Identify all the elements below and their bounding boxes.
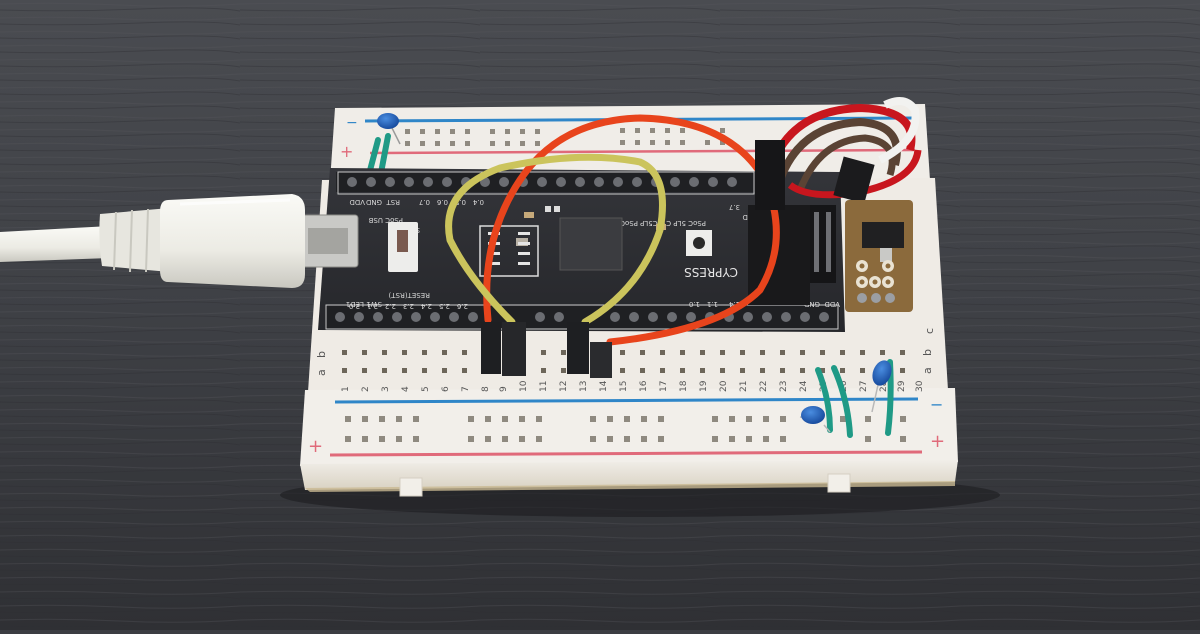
voltage-regulator	[862, 222, 904, 248]
svg-text:1.1: 1.1	[707, 300, 718, 308]
svg-text:15: 15	[619, 381, 629, 392]
rail-label: +	[308, 436, 323, 457]
dupont-connector	[567, 322, 589, 374]
svg-text:2.1: 2.1	[367, 302, 378, 310]
regulator-board	[845, 200, 913, 312]
svg-text:17: 17	[659, 381, 669, 392]
svg-text:18: 18	[679, 380, 689, 392]
row-label-c-right: c	[923, 328, 936, 334]
svg-text:VDD: VDD	[824, 300, 840, 308]
dupont-connector	[481, 322, 501, 374]
rail-label: +	[340, 142, 353, 161]
svg-text:0.5: 0.5	[455, 198, 466, 206]
svg-text:8: 8	[481, 386, 491, 392]
svg-text:3.7: 3.7	[729, 203, 740, 211]
svg-text:VDD: VDD	[349, 198, 365, 206]
svg-text:10: 10	[519, 380, 529, 392]
svg-text:GND: GND	[366, 198, 382, 206]
rail-label: +	[930, 431, 945, 452]
svg-text:2.6: 2.6	[456, 302, 468, 310]
svg-text:3: 3	[381, 386, 391, 392]
svg-text:0.6: 0.6	[436, 198, 448, 206]
svg-text:1.4: 1.4	[728, 300, 740, 308]
green-jumper-wire	[831, 365, 853, 438]
row-label-a: a	[315, 369, 328, 376]
svg-text:2.3: 2.3	[403, 302, 414, 310]
dupont-cable-bundle	[755, 97, 922, 210]
svg-text:16: 16	[639, 380, 649, 392]
usb-silk: PSoC USB	[368, 216, 403, 224]
svg-text:6: 6	[441, 386, 451, 392]
svg-text:22: 22	[759, 381, 769, 392]
svg-text:2.4: 2.4	[420, 302, 432, 310]
dupont-connector	[502, 322, 526, 376]
top-header-silk: 0.7	[419, 198, 430, 206]
svg-text:RST: RST	[386, 198, 400, 206]
svg-text:0.4: 0.4	[472, 198, 484, 206]
row-label-a-right: a	[921, 367, 934, 374]
svg-text:29: 29	[897, 380, 907, 392]
svg-text:14: 14	[599, 380, 609, 392]
svg-text:2.5: 2.5	[439, 302, 450, 310]
swd-header	[810, 205, 836, 283]
ceramic-capacitor	[801, 406, 825, 424]
bottom-rail-plus-line	[329, 450, 923, 457]
ceramic-capacitor	[377, 113, 399, 129]
svg-text:1: 1	[341, 386, 351, 392]
svg-text:2.2: 2.2	[385, 302, 396, 310]
usb-plug-housing	[160, 194, 305, 288]
svg-text:20: 20	[719, 380, 729, 392]
svg-text:4: 4	[401, 386, 411, 392]
ceramic-capacitor	[872, 360, 892, 386]
svg-text:13: 13	[579, 381, 589, 392]
svg-text:27: 27	[859, 381, 869, 392]
row-label-b: b	[315, 351, 328, 358]
svg-text:GND: GND	[804, 300, 820, 308]
column-numbers: 1 2 3 4 5 6 7 8 9 10 11 12 13 14 15 16 1…	[341, 380, 925, 392]
usb-cable	[0, 194, 305, 288]
svg-text:19: 19	[699, 380, 709, 392]
svg-text:5: 5	[421, 386, 431, 392]
svg-text:28: 28	[879, 380, 889, 392]
silk-center: PSoC 5LP CY8C5LP PSoC SLP	[605, 219, 706, 227]
svg-text:30: 30	[915, 380, 925, 392]
top-header-pins	[347, 177, 737, 187]
svg-text:2.0: 2.0	[349, 302, 360, 310]
bottom-header-pins	[335, 312, 829, 322]
row-label-b-right: b	[921, 349, 934, 356]
rail-label: −	[346, 115, 358, 131]
dupont-connector	[590, 342, 612, 378]
svg-text:1.0: 1.0	[689, 300, 700, 308]
svg-text:9: 9	[499, 386, 509, 392]
yellow-jumper-wire	[445, 153, 666, 326]
svg-text:7: 7	[461, 386, 471, 392]
svg-text:24: 24	[799, 380, 809, 392]
reset-silk: RESET(RST)	[388, 291, 430, 299]
sw1-led1-silk: SW1 LED1	[346, 300, 382, 308]
red-jumper-wire	[483, 114, 780, 346]
cypress-logo-text: CYPRESS	[684, 265, 738, 279]
svg-text:21: 21	[739, 381, 749, 392]
bottom-rail-minus-line	[334, 397, 919, 404]
rail-label: −	[930, 395, 943, 414]
green-jumper-wire	[815, 367, 833, 433]
psoc-chip	[559, 217, 623, 271]
svg-text:12: 12	[559, 381, 569, 392]
bottom-rail-holes	[345, 416, 906, 442]
svg-text:2: 2	[361, 386, 371, 392]
svg-text:23: 23	[779, 381, 789, 392]
usb-strain-relief	[99, 208, 170, 272]
svg-text:11: 11	[539, 381, 549, 392]
